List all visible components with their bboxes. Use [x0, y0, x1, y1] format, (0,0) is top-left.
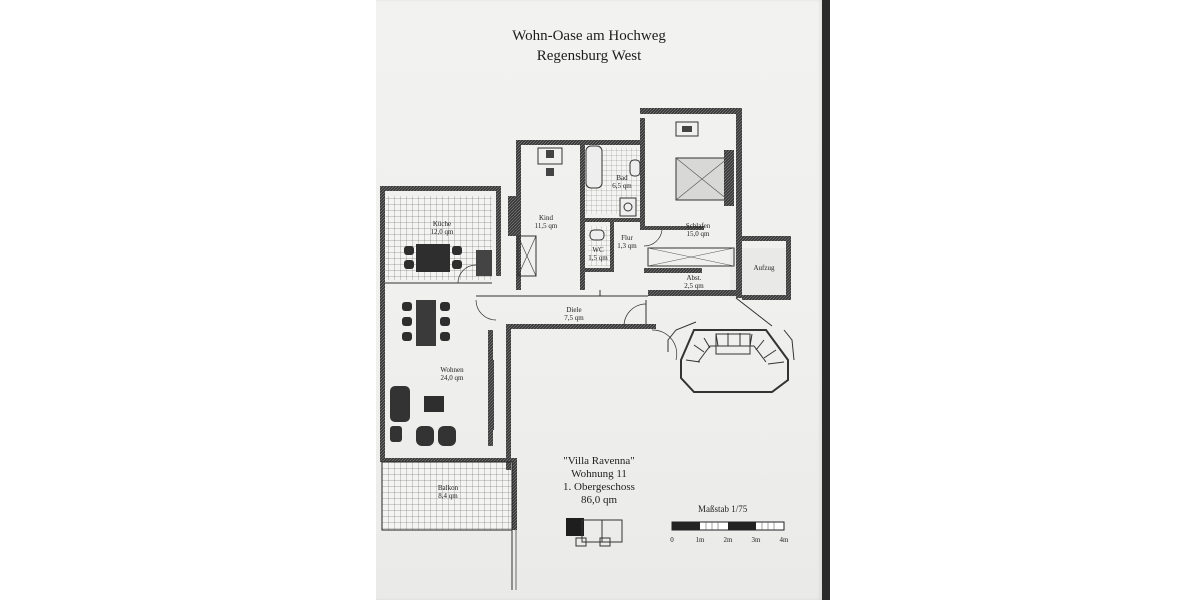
floor-plan-sheet: Wohn-Oase am Hochweg Regensburg West: [376, 0, 822, 600]
room-label-schlafen: Schlafen 15,0 qm: [685, 222, 711, 238]
room-label-flur: Flur 1,3 qm: [617, 234, 637, 250]
background-edge: [822, 0, 830, 600]
room-label-aufzug: Aufzug: [753, 264, 775, 272]
title-line-1: Wohn-Oase am Hochweg: [512, 28, 666, 44]
caption-line-4: 86,0 qm: [580, 494, 618, 506]
scale-tick: 3m: [751, 536, 761, 544]
balkon-floor: [382, 462, 512, 530]
dining-table: [402, 300, 450, 346]
apartment-caption: "Villa Ravenna" Wohnung 11 1. Obergescho…: [544, 455, 654, 507]
room-label-wohnen: Wohnen 24,0 qm: [440, 366, 464, 382]
interior-lines: [381, 229, 795, 531]
scale-tick: 0: [670, 536, 674, 544]
caption-line-2: Wohnung 11: [571, 468, 627, 480]
scale-bar: [671, 521, 785, 531]
room-label-abst: Abst. 2,5 qm: [684, 274, 704, 290]
title-line-2: Regensburg West: [536, 48, 642, 64]
room-label-diele: Diele 7,5 qm: [564, 306, 584, 322]
floor-plan-drawing: [380, 108, 795, 590]
room-label-wc: WC 1,5 qm: [588, 246, 608, 262]
kind-furniture: [508, 147, 563, 277]
scale-tick: 1m: [695, 536, 705, 544]
plan-title: Wohn-Oase am Hochweg Regensburg West: [376, 26, 802, 66]
room-label-kueche: Küche 12,0 qm: [430, 220, 454, 236]
schlafen-furniture: [647, 121, 735, 267]
bad-fixtures: [585, 145, 641, 241]
kitchen-table: [404, 244, 492, 276]
room-label-kind: Kind 11,5 qm: [534, 214, 558, 230]
scale-title: Maßstab 1/75: [698, 504, 748, 514]
room-label-bad: Bad 6,5 qm: [612, 174, 632, 190]
scale-tick: 2m: [723, 536, 733, 544]
location-key-plan: [566, 518, 623, 547]
caption-line-1: "Villa Ravenna": [563, 455, 635, 467]
caption-line-3: 1. Obergeschoss: [563, 481, 635, 493]
room-label-balkon: Balkon 8,4 qm: [437, 484, 459, 500]
living-furniture: [390, 360, 494, 446]
scale-tick: 4m: [779, 536, 789, 544]
